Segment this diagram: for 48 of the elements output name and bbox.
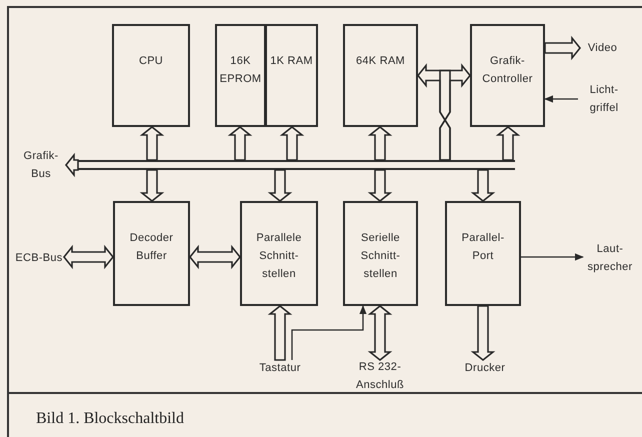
block-box: [265, 24, 318, 127]
bus-arrow: [64, 152, 79, 178]
bus-bar: [78, 160, 515, 170]
block-box: [240, 201, 318, 306]
block-label: Serielle Schnitt-stellen: [360, 231, 402, 282]
bus-arrow: [280, 126, 304, 161]
block-label: 16K EPROM: [218, 54, 262, 87]
bus-arrow: [470, 169, 496, 202]
bus-arrow: [140, 126, 164, 161]
bus-arrow: [368, 304, 392, 362]
block-box: [112, 24, 190, 127]
bus-arrow: [268, 304, 292, 361]
block-label: Laut-sprecher: [586, 242, 634, 275]
bus-arrow: [228, 126, 252, 161]
block-label: Decoder Buffer: [128, 231, 174, 264]
block-box: [445, 201, 521, 306]
figure-caption: Bild 1. Blockschaltbild: [36, 409, 184, 429]
bus-arrow: [470, 305, 496, 362]
bus-arrow: [496, 126, 520, 161]
arrow: [521, 253, 584, 261]
block-label: Parallele Schnitt-stellen: [255, 231, 303, 282]
arrow: [291, 305, 367, 360]
bus-arrow: [62, 244, 114, 270]
block-label: Drucker: [464, 361, 506, 376]
bus-arrow: [368, 169, 392, 202]
bus-arrow: [188, 244, 242, 270]
block-label: Parallel-Port: [460, 231, 506, 264]
bus-arrow: [544, 36, 582, 60]
block-label: RS 232-Anschluß: [354, 360, 406, 393]
block-label: Grafik-Bus: [22, 149, 60, 182]
bus-arrow: [368, 126, 392, 161]
arrow: [544, 95, 578, 103]
block-label: ECB-Bus: [14, 251, 64, 266]
block-label: Video: [586, 41, 618, 56]
block-label: CPU: [138, 54, 164, 69]
block-box: [113, 201, 190, 306]
block-label: Grafik-Controller: [481, 54, 534, 87]
block-label: Tastatur: [258, 361, 302, 376]
block-box: [215, 24, 266, 127]
bus-arrow: [140, 169, 164, 202]
block-box: [470, 24, 545, 127]
bus-arrow: [439, 63, 472, 161]
block-label: 1K RAM: [269, 54, 314, 69]
block-box: [343, 201, 418, 306]
block-box: [343, 24, 418, 127]
block-label: Licht-griffel: [588, 83, 620, 116]
block-label: 64K RAM: [355, 54, 406, 69]
bus-arrow: [268, 169, 292, 202]
